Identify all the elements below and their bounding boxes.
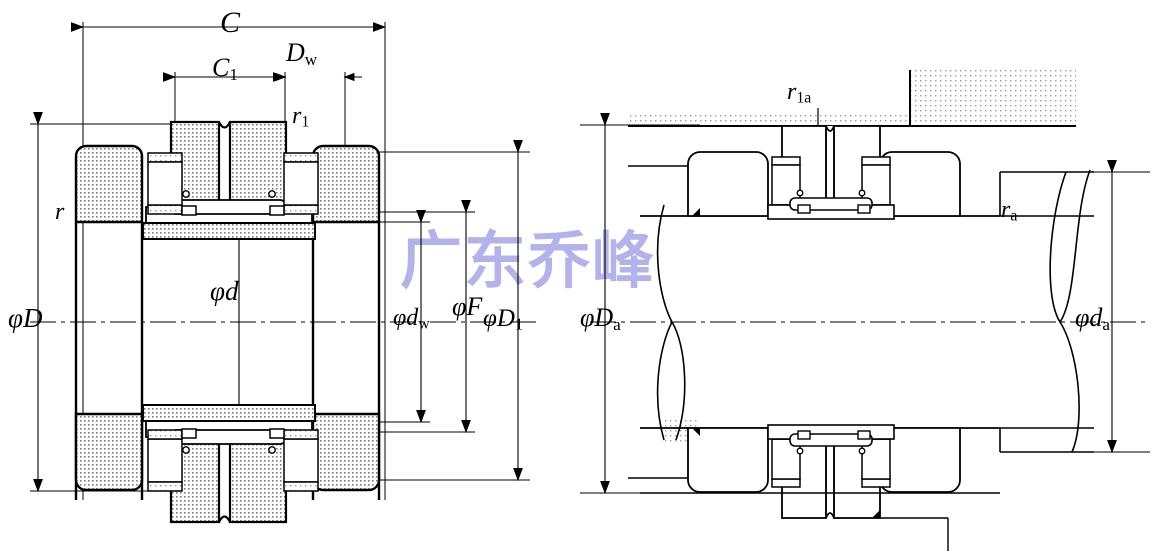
label-phiD1: φD1 (483, 305, 524, 334)
label-C1: C1 (212, 53, 238, 84)
label-phiD: φD (8, 303, 43, 333)
label-ra: ra (1001, 197, 1018, 225)
label-phiF: φF (452, 292, 483, 321)
label-C: C (220, 6, 241, 39)
label-r: r (55, 199, 65, 225)
label-r1: r1 (292, 103, 310, 131)
label-Dw: Dw (286, 38, 318, 69)
label-phiDa: φDa (580, 303, 621, 334)
label-phida: φda (1075, 303, 1111, 334)
label-phid: φd (210, 276, 239, 306)
label-phidw: φdw (393, 305, 430, 333)
label-r1a: r1a (787, 79, 812, 107)
